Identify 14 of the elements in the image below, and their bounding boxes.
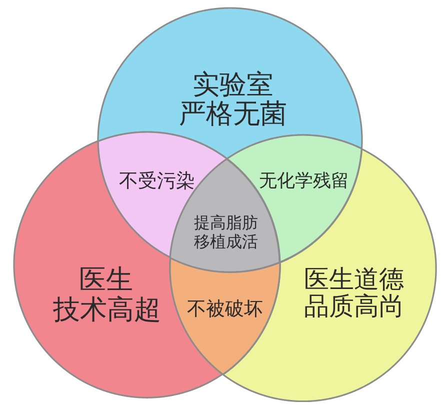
set-label: 医生道德	[304, 266, 404, 294]
overlap-label: 不受污染	[118, 171, 195, 193]
set-region	[13, 140, 224, 399]
set-label: 品质高尚	[304, 292, 404, 322]
overlap-region	[226, 134, 363, 264]
overlap-label: 不被破坏	[187, 299, 263, 321]
overlap-label: 无化学残留	[258, 172, 349, 192]
overlap-region	[169, 256, 281, 376]
overlap-label: 提高脂肪移植成活	[192, 212, 259, 252]
set-label: 技术高超	[53, 294, 161, 326]
set-label: 实验室	[192, 69, 274, 100]
set-label: 医生	[79, 264, 133, 296]
set-region	[97, 7, 363, 160]
set-label: 严格无菌	[179, 98, 287, 130]
